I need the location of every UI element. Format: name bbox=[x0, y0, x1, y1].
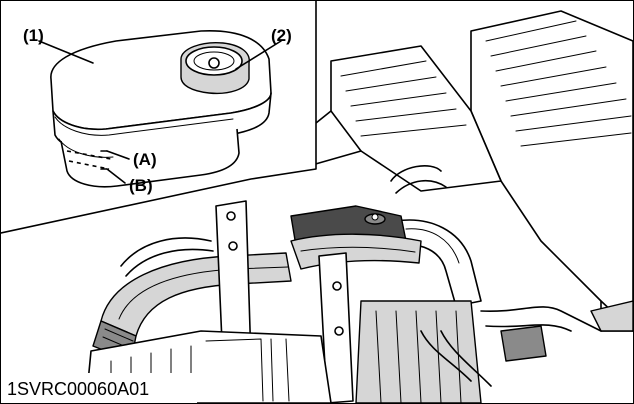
hoses-and-wiring bbox=[120, 165, 602, 387]
callout-part-2: (2) bbox=[271, 26, 292, 45]
reserve-tank bbox=[50, 30, 272, 188]
leader-lines bbox=[38, 40, 282, 184]
callout-level-b: (B) bbox=[129, 176, 153, 195]
frame-uprights bbox=[215, 200, 354, 403]
callout-level-a: (A) bbox=[133, 150, 157, 169]
inset-panel: (1) (2) (A) (B) bbox=[1, 1, 317, 234]
figure-code-label: 1SVRC00060A01 bbox=[7, 379, 149, 399]
engine-scene bbox=[85, 10, 633, 403]
callout-part-1: (1) bbox=[23, 26, 44, 45]
intake-hose-right bbox=[395, 219, 482, 307]
upper-hose bbox=[290, 233, 422, 270]
